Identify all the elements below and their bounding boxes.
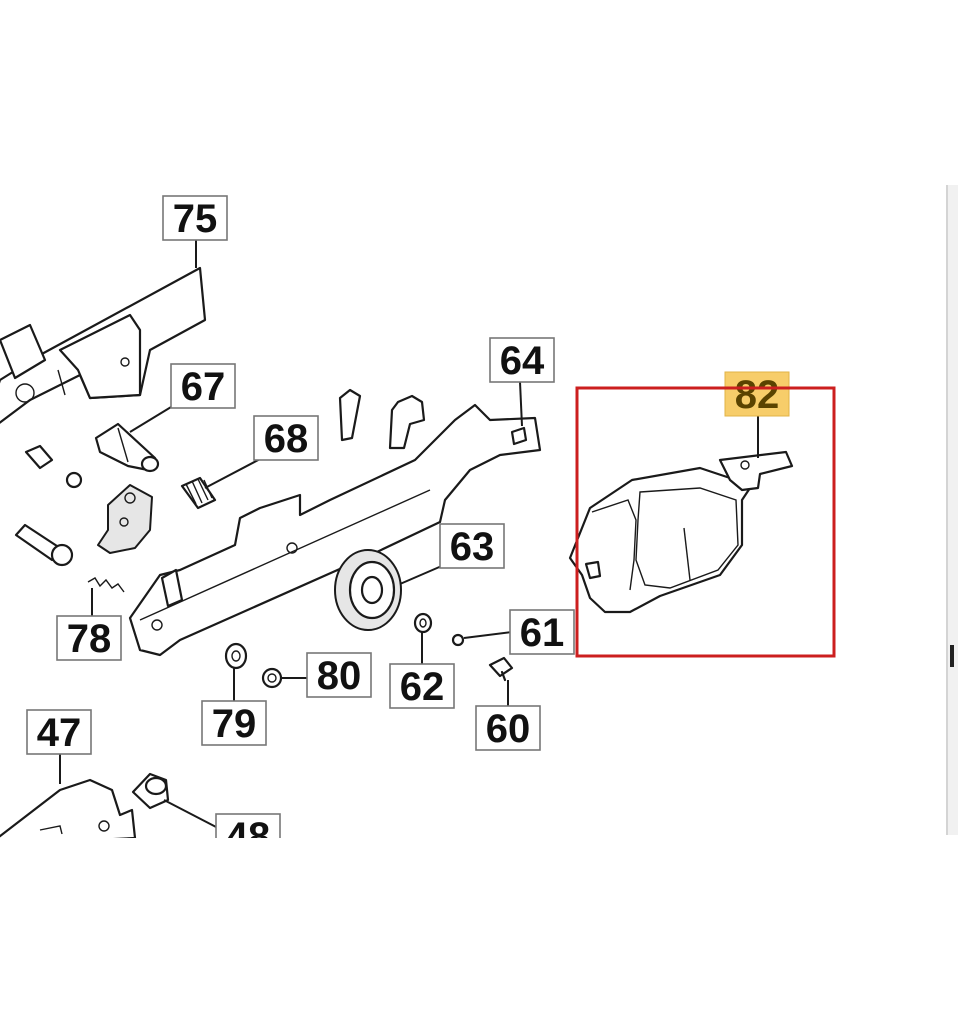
part-62-washer[interactable]: [413, 612, 433, 634]
part-82-cover[interactable]: [568, 450, 794, 614]
svg-text:63: 63: [450, 525, 495, 569]
part-75-rail[interactable]: [0, 266, 207, 430]
scrollbar-thumb[interactable]: [950, 645, 954, 667]
callout-64[interactable]: 64: [489, 337, 555, 383]
callout-82-highlighted[interactable]: 82: [724, 371, 790, 417]
svg-text:61: 61: [520, 611, 565, 655]
svg-text:68: 68: [264, 417, 309, 461]
svg-text:80: 80: [317, 654, 362, 698]
svg-text:67: 67: [181, 365, 226, 409]
svg-text:82: 82: [735, 373, 780, 417]
svg-text:75: 75: [173, 197, 218, 241]
part-48-bushing[interactable]: [131, 772, 170, 810]
svg-text:79: 79: [212, 702, 257, 746]
callout-63[interactable]: 63: [439, 523, 505, 569]
part-bolt-small[interactable]: [24, 444, 83, 489]
svg-text:78: 78: [67, 617, 112, 661]
part-67-pin[interactable]: [94, 422, 160, 473]
callout-75[interactable]: 75: [162, 195, 228, 241]
svg-text:64: 64: [500, 339, 545, 383]
callout-60[interactable]: 60: [475, 705, 541, 751]
part-78-clip[interactable]: [87, 577, 125, 593]
part-60-screw[interactable]: [488, 656, 514, 682]
callout-48[interactable]: 48: [215, 813, 281, 859]
callout-80[interactable]: 80: [306, 652, 372, 698]
part-79-washer[interactable]: [224, 642, 248, 670]
part-68-spring[interactable]: [180, 476, 217, 510]
part-63-wheel[interactable]: [334, 549, 402, 631]
callout-61[interactable]: 61: [509, 609, 575, 655]
part-long-pin[interactable]: [14, 523, 74, 567]
svg-text:48: 48: [226, 815, 271, 859]
callout-78[interactable]: 78: [56, 615, 122, 661]
svg-text:47: 47: [37, 711, 82, 755]
callout-79[interactable]: 79: [201, 700, 267, 746]
part-80-nut[interactable]: [261, 667, 283, 689]
part-cam-plate[interactable]: [97, 484, 153, 554]
part-64-lever[interactable]: [128, 388, 542, 657]
scrollbar-track: [946, 185, 948, 835]
callout-47[interactable]: 47: [26, 709, 92, 755]
svg-text:60: 60: [486, 707, 531, 751]
vertical-scrollbar[interactable]: [946, 185, 958, 835]
part-61-clip[interactable]: [451, 633, 465, 647]
svg-text:62: 62: [400, 665, 445, 709]
callout-68[interactable]: 68: [253, 415, 319, 461]
part-47-frame[interactable]: [0, 778, 137, 845]
callout-67[interactable]: 67: [170, 363, 236, 409]
leader-lines: [59, 240, 759, 829]
highlight-frame: [575, 386, 836, 658]
callout-62[interactable]: 62: [389, 663, 455, 709]
